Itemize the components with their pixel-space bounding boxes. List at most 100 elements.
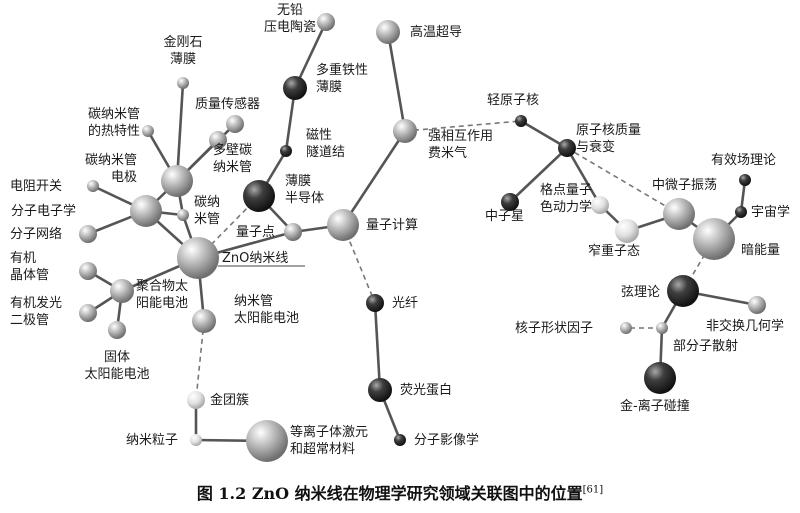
node-label-line: 中微子振荡 (652, 178, 717, 193)
node-label-line: 分子电子学 (11, 203, 76, 219)
node-label-multiferroic: 多重铁性薄膜 (316, 62, 368, 95)
edge-diamond-film-cnt-electrode (175, 82, 185, 182)
node-noncommutative-geometry: 非交换几何学 (706, 296, 784, 334)
node-ball-parton-scattering (656, 322, 668, 334)
node-label-line: 分子影像学 (414, 432, 479, 448)
node-label-line: 质量传感器 (195, 96, 260, 112)
node-label-strong-fermi: 强相互作用费米气 (428, 129, 493, 161)
node-string-theory: 弦理论 (621, 275, 699, 307)
node-label-organic-led: 有机发光二极管 (10, 295, 62, 328)
node-label-line: 聚合物太 (136, 279, 188, 294)
node-cnt-electrode: 碳纳米管电极 (85, 153, 193, 197)
node-ball-magnetic-tunnel (280, 145, 292, 157)
node-magnetic-tunnel: 磁性隧道结 (280, 128, 345, 160)
node-label-line: 弦理论 (621, 284, 660, 300)
node-ball-nanoparticle (190, 434, 202, 446)
node-multiferroic: 多重铁性薄膜 (283, 62, 368, 100)
node-solid-solar: 固体太阳能电池 (84, 321, 150, 382)
node-label-nuclear-mass: 原子核质量与衰变 (576, 123, 641, 155)
node-organic-led: 有机发光二极管 (10, 295, 97, 328)
node-label-gold-cluster: 金团簇 (210, 392, 249, 408)
node-ball-molecular-network (79, 225, 97, 243)
node-label-line: 多重铁性 (316, 62, 368, 78)
node-label-cnt: 碳纳米管 (194, 195, 220, 227)
node-label-line: 量子点 (236, 225, 275, 240)
node-label-line: 宇宙学 (751, 204, 790, 220)
node-ball-gold-ion-collision (644, 362, 676, 394)
node-ball-noncommutative-geometry (748, 296, 766, 314)
node-label-organic-crystal: 有机晶体管 (10, 251, 49, 283)
node-ball-string-theory (667, 275, 699, 307)
edge-nuclear-mass-neutron-oscillation (566, 147, 680, 215)
node-label-line: 轻原子核 (487, 93, 539, 108)
node-lead-free: 无铅压电陶瓷 (264, 3, 335, 35)
node-ball-nanotube-solar (192, 309, 216, 333)
figure-number: 图 1.2 (196, 484, 247, 503)
node-label-nanoparticle: 纳米粒子 (126, 433, 178, 448)
node-ball-mwcnt (209, 131, 227, 149)
node-lattice-qcd: 格点量子色动力学 (540, 182, 609, 215)
node-label-line: 金团簇 (210, 392, 249, 408)
node-label-line: 的热特性 (88, 123, 140, 139)
node-label-line: 无铅 (277, 3, 303, 18)
node-ball-neutron-star (501, 193, 519, 211)
node-label-effective-field: 有效场理论 (711, 153, 776, 168)
node-label-nanotube-solar: 纳米管太阳能电池 (234, 294, 299, 326)
node-label-line: 等离子体激元 (290, 424, 368, 440)
node-label-line: 太阳能电池 (84, 367, 149, 382)
node-label-zno-nanowire: ZnO纳米线 (222, 251, 288, 266)
node-label-line: 核子形状因子 (515, 321, 593, 336)
node-label-line: 隧道结 (306, 144, 345, 160)
node-label-solid-solar: 固体太阳能电池 (84, 350, 149, 382)
node-label-line: 和超常材料 (290, 442, 355, 457)
node-strong-fermi: 强相互作用费米气 (393, 119, 493, 161)
node-label-quantum-computing: 量子计算 (366, 218, 418, 233)
node-ball-quantum-dot (284, 223, 302, 241)
node-ball-nuclear-mass (558, 139, 576, 157)
node-label-line: 高温超导 (410, 24, 462, 40)
caption-reference: [61] (582, 484, 604, 496)
node-label-cnt-electrode: 碳纳米管电极 (85, 153, 137, 185)
node-ball-cnt-thermal (142, 125, 154, 137)
node-ball-dark-energy (693, 218, 735, 260)
node-label-cnt-thermal: 碳纳米管的热特性 (88, 107, 140, 139)
node-label-line: 半导体 (285, 191, 324, 206)
node-molecular-imaging: 分子影像学 (394, 432, 479, 448)
node-label-string-theory: 弦理论 (621, 284, 660, 300)
node-label-heavy-quarkonium: 窄重子态 (588, 243, 640, 259)
node-label-line: 强相互作用 (428, 129, 493, 144)
node-label-line: 格点量子 (540, 182, 592, 198)
node-ball-diamond-film (177, 77, 189, 89)
node-label-line: 金刚石 (163, 34, 202, 50)
node-label-line: 压电陶瓷 (264, 19, 316, 35)
node-ball-zno-nanowire (177, 237, 219, 279)
node-label-line: 太阳能电池 (234, 311, 299, 326)
node-gold-ion-collision: 金-离子碰撞 (620, 362, 690, 414)
node-nanoparticle: 纳米粒子 (126, 433, 202, 448)
node-label-line: 原子核质量 (576, 123, 641, 138)
node-label-line: 阳能电池 (136, 296, 188, 311)
node-cnt: 碳纳米管 (177, 195, 220, 227)
node-ball-cosmology (735, 206, 747, 218)
node-ball-light-nuclei (515, 115, 527, 127)
node-ball-multiferroic (283, 76, 307, 100)
node-ball-high-tc (376, 20, 400, 44)
figure-caption: 图 1.2 ZnO 纳米线在物理学研究领域关联图中的位置[61] (0, 480, 800, 504)
node-label-magnetic-tunnel: 磁性隧道结 (306, 128, 345, 160)
node-label-line: 部分子散射 (673, 338, 738, 354)
node-ball-strong-fermi (393, 119, 417, 143)
node-label-molecular-imaging: 分子影像学 (414, 432, 479, 448)
node-molecular-network: 分子网络 (10, 225, 97, 243)
node-label-mass-sensor: 质量传感器 (195, 96, 260, 112)
node-label-molecular-network: 分子网络 (10, 226, 62, 242)
edge-nanotube-solar-gold-cluster (195, 320, 205, 401)
node-resistive-switch: 电阻开关 (10, 179, 99, 194)
node-ball-optical-fiber (366, 294, 384, 312)
node-label-line: 非交换几何学 (706, 318, 784, 334)
node-ball-cnt (177, 209, 189, 221)
edge-optical-fiber-fluorescent-protein (373, 302, 382, 391)
node-label-light-nuclei: 轻原子核 (487, 93, 539, 108)
node-ball-solid-solar (108, 321, 126, 339)
node-ball-organic-crystal (79, 262, 97, 280)
